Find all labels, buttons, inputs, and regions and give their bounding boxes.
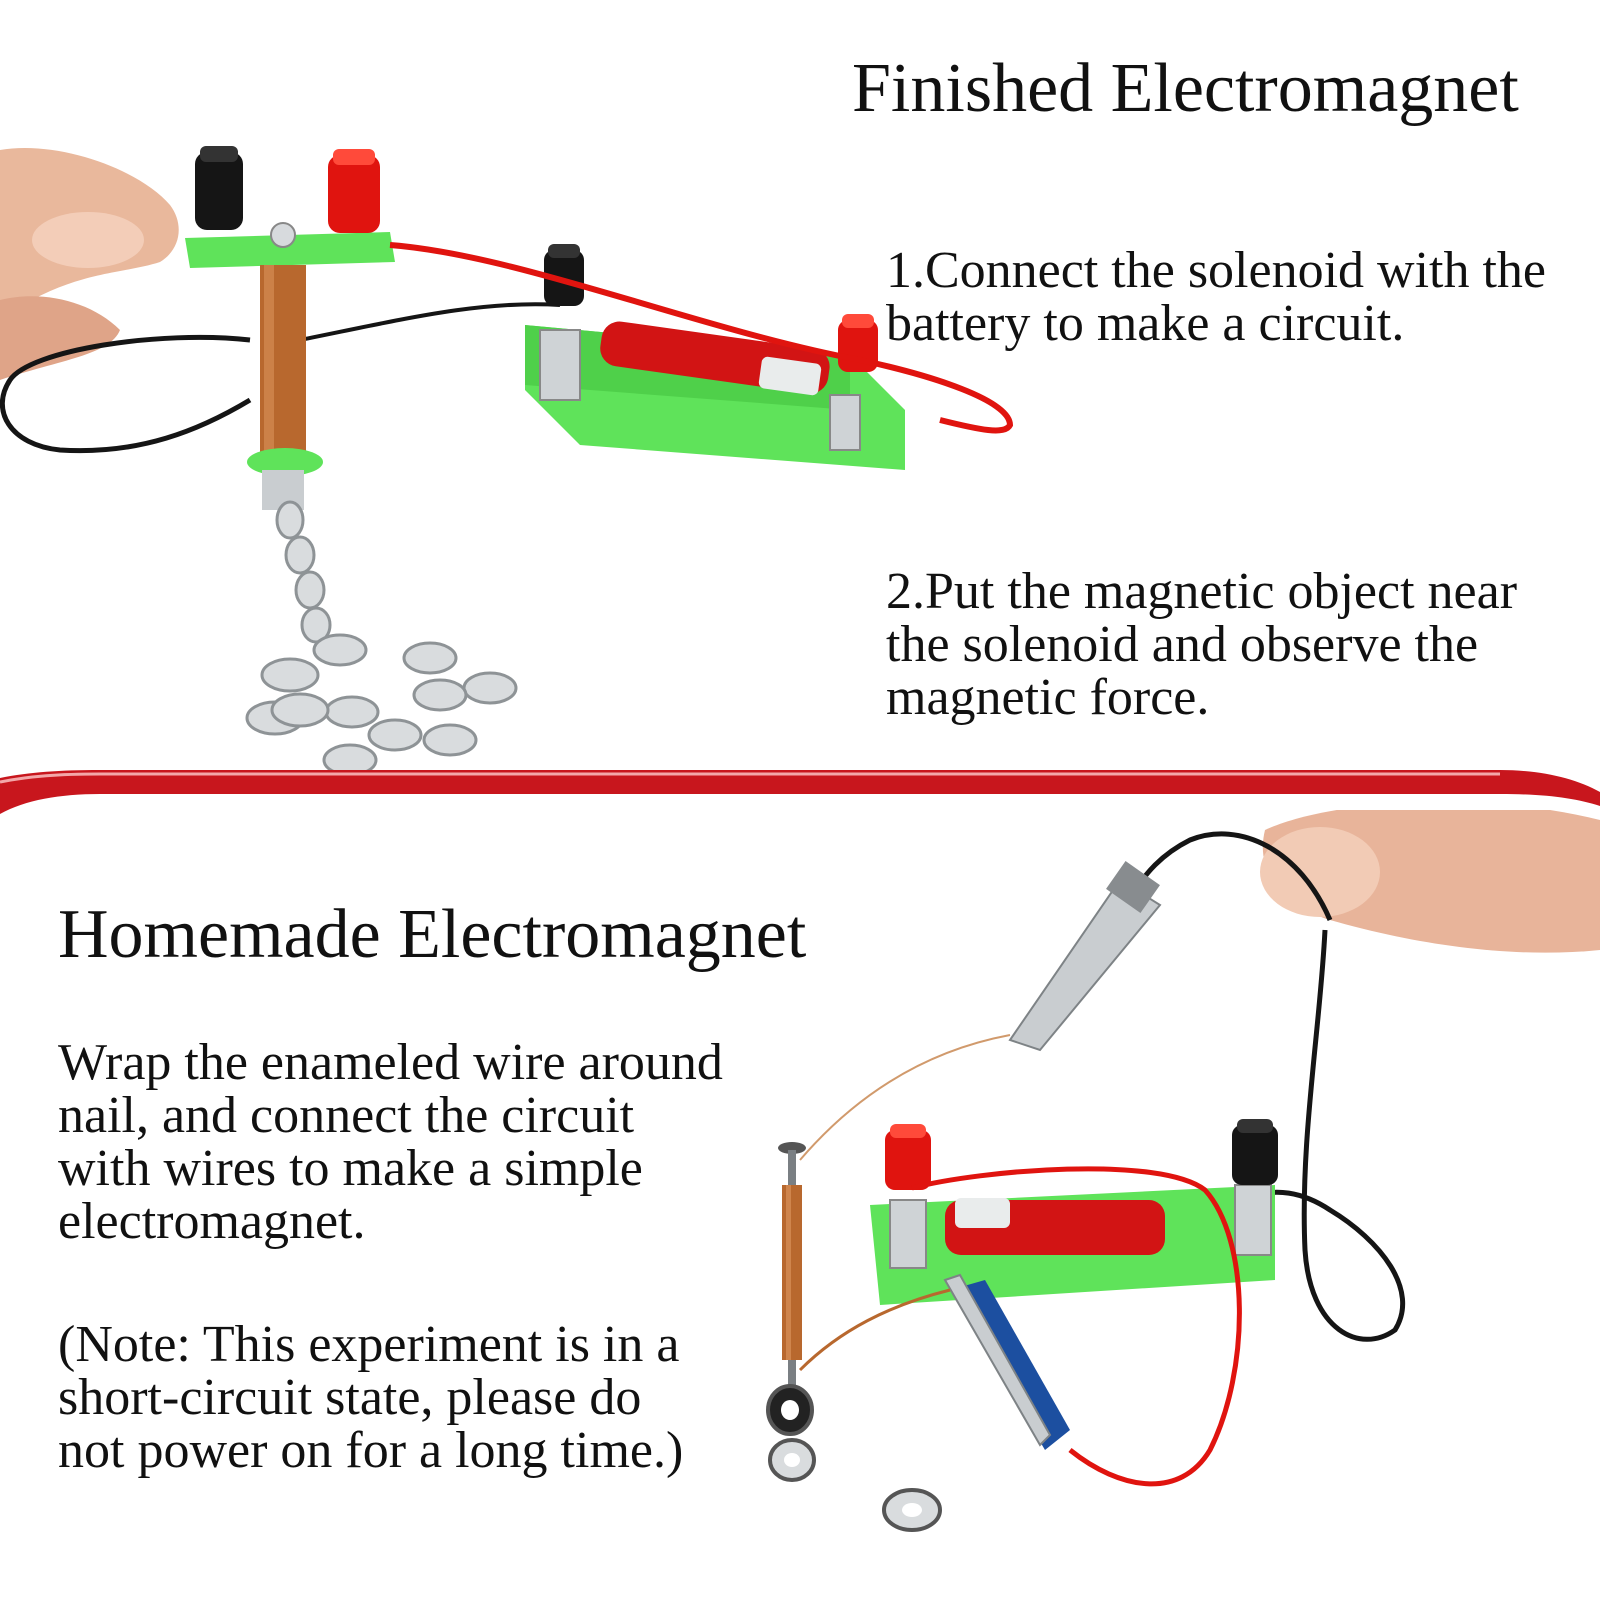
hand-illustration <box>1260 810 1600 953</box>
homemade-electromagnet-title: Homemade Electromagnet <box>58 896 807 973</box>
finished-electromagnet-photo <box>0 146 1014 777</box>
battery-holder <box>525 321 905 470</box>
battery-holder <box>870 1119 1278 1305</box>
hand-illustration <box>0 148 179 380</box>
wrapped-nail <box>778 1142 806 1385</box>
step-2-text: 2.Put the magnetic object near the solen… <box>886 563 1518 726</box>
step-1-text: 1.Connect the solenoid with the battery … <box>886 242 1547 352</box>
alligator-clip <box>1008 861 1162 1052</box>
solenoid <box>185 146 395 510</box>
homemade-note-text: (Note: This experiment is in a short-cir… <box>58 1316 684 1479</box>
washers <box>766 1384 942 1532</box>
section-divider <box>0 770 1600 830</box>
homemade-instructions-text: Wrap the enameled wire around nail, and … <box>58 1034 723 1250</box>
finished-electromagnet-section: Finished Electromagnet 1.Connect the sol… <box>0 0 1600 790</box>
homemade-electromagnet-photo <box>766 810 1600 1532</box>
washers <box>245 500 518 777</box>
blue-alligator-clip <box>943 1273 1070 1450</box>
finished-electromagnet-title: Finished Electromagnet <box>852 50 1519 127</box>
homemade-electromagnet-section: Homemade Electromagnet Wrap the enameled… <box>0 810 1600 1600</box>
